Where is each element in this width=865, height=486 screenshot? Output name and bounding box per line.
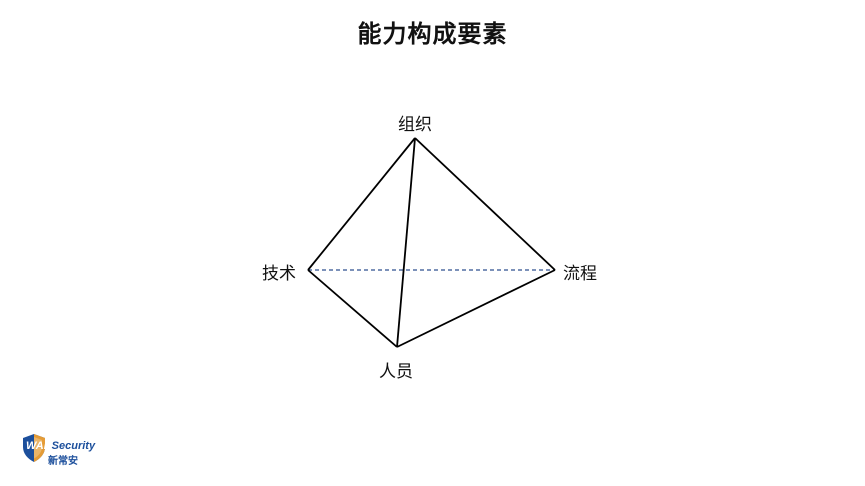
logo-wordmark-text: ecurity	[59, 440, 96, 452]
edge-left-bottom	[307, 269, 398, 348]
edge-top-left	[307, 137, 416, 271]
node-label-left: 技术	[262, 264, 296, 284]
node-label-bottom: 人员	[379, 362, 413, 382]
page-title: 能力构成要素	[357, 20, 508, 48]
edge-right-bottom	[396, 269, 556, 348]
node-label-right: 流程	[563, 264, 597, 284]
logo-wordmark: WABSecurity	[26, 440, 96, 452]
edge-top-bottom	[396, 137, 416, 348]
logo-subtitle: 新常安	[48, 456, 78, 467]
node-label-top: 组织	[398, 115, 432, 135]
edge-top-right	[414, 137, 556, 271]
shield-icon	[23, 434, 45, 462]
logo-mark: WAB	[26, 440, 52, 452]
company-logo: WABSecurity 新常安	[22, 432, 96, 467]
